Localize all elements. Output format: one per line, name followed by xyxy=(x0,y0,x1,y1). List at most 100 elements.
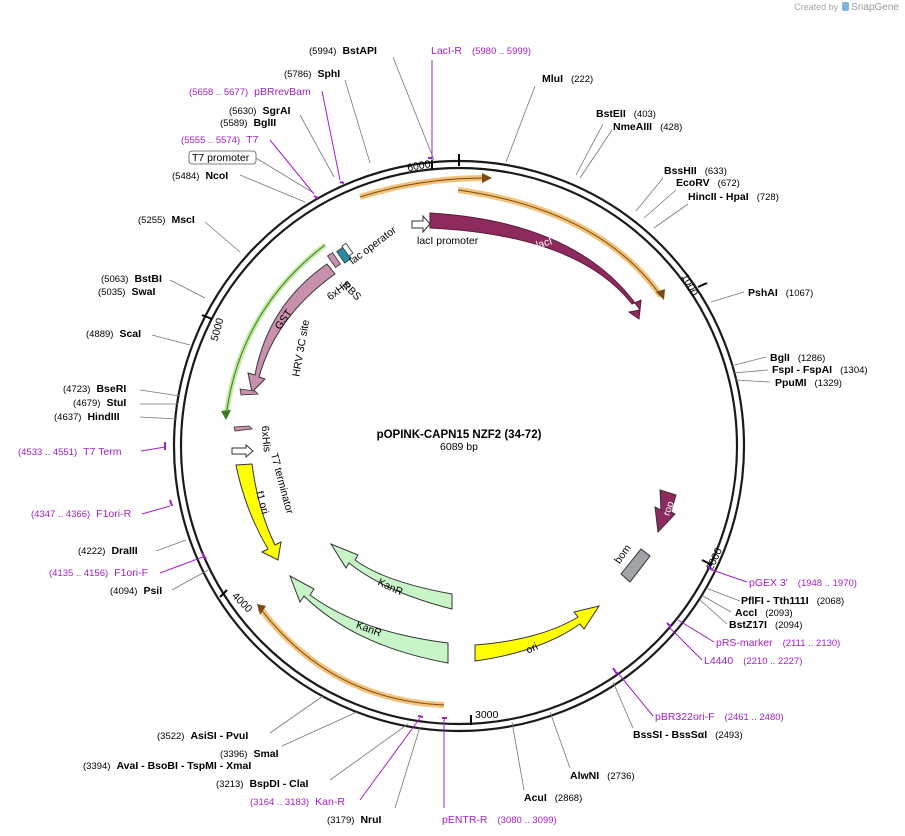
t7-promoter-label: T7 promoter xyxy=(192,152,250,164)
site-bstz17i: BstZ17I(2094) xyxy=(729,619,802,631)
primer-line-f1ori-r xyxy=(141,505,171,515)
site-psii: (4094)PsiI xyxy=(110,585,162,597)
site-line-nmeaiii xyxy=(579,129,613,179)
site-bstapi: (5994)BstAPI xyxy=(309,45,377,57)
site-nmeaiii: NmeAIII(428) xyxy=(613,121,682,133)
site-line-ncoi xyxy=(239,174,306,203)
site-line-asisi-pvui xyxy=(269,695,324,734)
primer-line-t7-term xyxy=(140,446,166,452)
site-lines xyxy=(139,56,771,809)
primer-f1ori-r: (4347 .. 4366)F1ori-R xyxy=(31,508,132,520)
primer-line-kan-r xyxy=(359,717,421,801)
site-line-pflfi-tth111i xyxy=(705,587,741,602)
primer-line-pbrrevbam xyxy=(321,90,341,181)
primer-t7: (5555 .. 5574)T7 xyxy=(181,134,259,146)
tick-label-4000: 4000 xyxy=(229,590,254,615)
tick-label-3000: 3000 xyxy=(475,709,499,721)
rop-arrow xyxy=(654,489,677,534)
site-line-bgli xyxy=(730,356,767,367)
site-line-bstbi-swai xyxy=(169,279,206,299)
site-line-bsshii xyxy=(635,177,664,212)
site-scai: (4889)ScaI xyxy=(86,328,141,340)
primer-pbr322ori-f: pBR322ori-F(2461 .. 2480) xyxy=(655,711,784,723)
lac-operator-label: lac operator xyxy=(347,224,399,267)
orange-arcs xyxy=(257,173,665,708)
primer-labels: LacI-R(5980 .. 5999) (5658 .. 5677)pBRre… xyxy=(18,45,857,826)
snapgene-logo-icon xyxy=(842,2,850,11)
site-pflfi-tth111i: PflFI - Tth111I(2068) xyxy=(741,595,844,607)
site-draiii: (4222)DraIII xyxy=(78,545,138,557)
primer-tick-pbr322ori-f xyxy=(612,667,618,675)
gst-arrow xyxy=(247,263,336,394)
site-bseri: (4723)BseRI xyxy=(63,383,126,395)
t7-terminator-label: T7 terminator xyxy=(268,452,296,516)
site-line-sphi xyxy=(344,79,371,164)
site-fspi-fspai: FspI - FspAI(1304) xyxy=(772,364,868,376)
site-ncoi: (5484)NcoI xyxy=(172,170,228,182)
site-bsteii: BstEII(403) xyxy=(596,108,656,120)
ori-arrow xyxy=(474,605,601,662)
tick-label-6000: 6000 xyxy=(406,158,431,174)
orange-arc-bottom-head xyxy=(257,604,266,615)
site-msci: (5255)MscI xyxy=(138,214,195,226)
site-sphi: (5786)SphI xyxy=(284,68,340,80)
t7-terminator-arrow xyxy=(231,443,254,459)
laci-label: lacI xyxy=(535,235,554,251)
site-hincii-hpai: HincII - HpaI(728) xyxy=(688,191,779,203)
his-tag-bottom-box xyxy=(233,425,253,432)
hrv-3c-site-box xyxy=(239,388,259,396)
primer-pentr-r: pENTR-R(3080 .. 3099) xyxy=(442,814,557,826)
site-line-bseri xyxy=(139,389,181,397)
rop-label: rop xyxy=(661,500,676,518)
primer-line-f1ori-f xyxy=(159,556,204,574)
site-bgli: BglI(1286) xyxy=(770,352,825,364)
site-line-psii xyxy=(171,569,209,591)
orange-arc-right xyxy=(457,189,662,297)
laci-promoter-label: lacI promoter xyxy=(417,235,479,247)
primer-pgex3: pGEX 3'(1948 .. 1970) xyxy=(749,577,857,589)
site-line-bglii xyxy=(299,114,335,178)
primer-tick-l4440 xyxy=(666,622,672,628)
site-alwni: AlwNI(2736) xyxy=(570,770,635,782)
site-line-smai xyxy=(281,711,358,747)
primer-line-prs-marker xyxy=(677,619,715,643)
f1-ori-arrow xyxy=(235,463,282,561)
primer-f1ori-f: (4135 .. 4156)F1ori-F xyxy=(49,567,148,579)
site-pshai: PshAI(1067) xyxy=(748,287,813,299)
site-line-draiii xyxy=(155,539,187,552)
plasmid-name: pOPINK-CAPN15 NZF2 (34-72) xyxy=(377,429,542,441)
site-bglii: (5589)BglII xyxy=(220,117,276,129)
primer-line-t7 xyxy=(269,139,315,195)
site-line-ecorv xyxy=(643,189,677,219)
primer-line-l4440 xyxy=(668,626,703,661)
restriction-site-labels: (5994)BstAPI (5786)SphI (5630)SgrAI (558… xyxy=(54,45,868,826)
snapgene-brand-name: SnapGene xyxy=(851,2,899,13)
site-line-hincii-hpai xyxy=(653,203,689,229)
primer-laci-r: LacI-R(5980 .. 5999) xyxy=(431,45,531,57)
site-hindiii: (4637)HindIII xyxy=(54,411,120,423)
site-line-fspi-fspai xyxy=(732,369,769,374)
site-avai-bsobi-tspmi-xmai: (3394)AvaI - BsoBI - TspMI - XmaI xyxy=(83,760,251,772)
tick-1000 xyxy=(697,282,708,288)
site-acui: AcuI(2868) xyxy=(524,792,582,804)
his-tag-bottom-label: 6xHis xyxy=(259,425,273,452)
site-line-ppumi xyxy=(734,379,771,383)
created-by-text: Created by xyxy=(794,2,839,12)
orange-arc-bottom xyxy=(259,607,445,706)
kanr-inner-arrow xyxy=(329,542,453,610)
ori-label: ori xyxy=(524,641,540,657)
tick-4000 xyxy=(219,589,228,598)
primer-t7-term: (4533 .. 4551)T7 Term xyxy=(18,446,122,458)
site-line-alwni xyxy=(549,711,571,769)
green-arc xyxy=(225,244,326,417)
primer-line-pgex3 xyxy=(711,569,748,583)
site-line-bstapi xyxy=(392,56,435,161)
tick-label-1000: 1000 xyxy=(679,272,701,298)
site-smai: (3396)SmaI xyxy=(220,748,279,760)
site-line-hindiii xyxy=(139,416,178,420)
rbs-label: RBS xyxy=(340,279,364,303)
primer-tick-kan-r xyxy=(417,715,424,718)
primer-lines xyxy=(140,60,748,808)
site-swai: (5035)SwaI xyxy=(98,286,155,298)
site-line-bstz17i xyxy=(699,599,728,625)
